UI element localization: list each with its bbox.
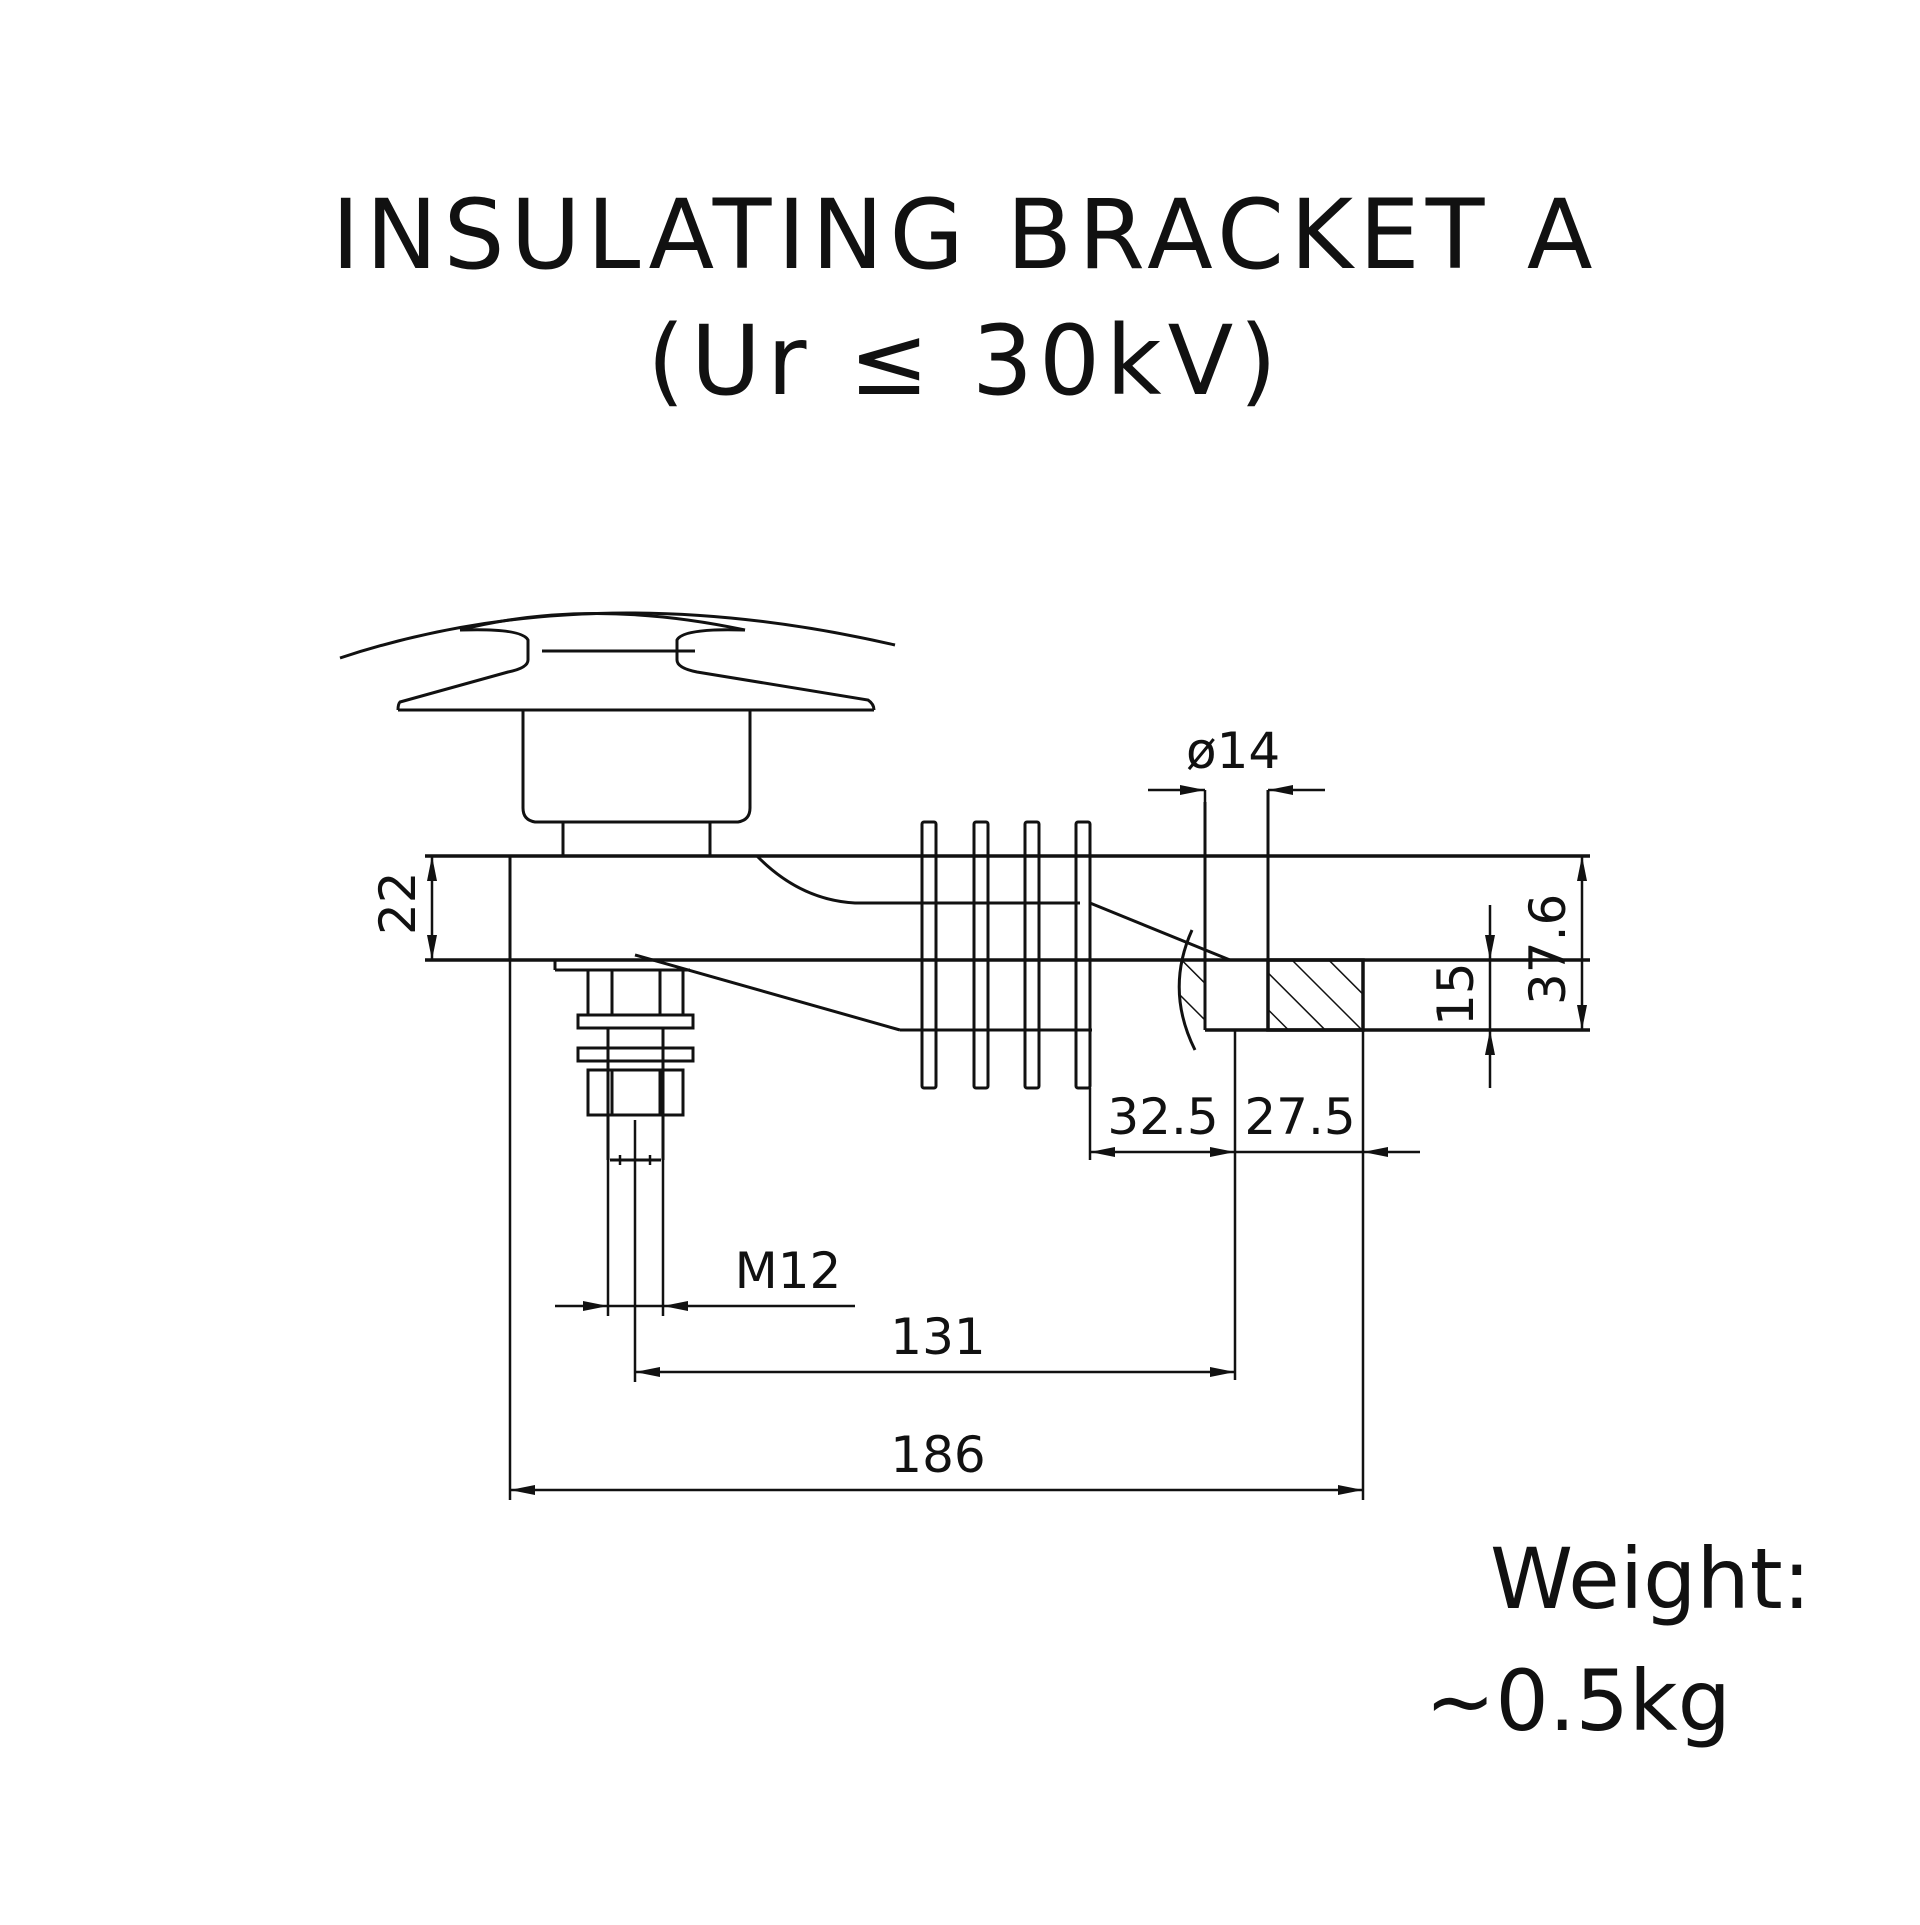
dim-label-32-5: 32.5 xyxy=(1107,1088,1218,1146)
dim-width-32-5-27-5: 32.5 27.5 xyxy=(1088,1030,1420,1500)
weight-value: ~0.5kg xyxy=(1425,1652,1731,1750)
bracket-body xyxy=(425,854,1590,1032)
dim-label-dia14: ø14 xyxy=(1186,722,1280,780)
dim-height-37-6: 37.6 xyxy=(1519,856,1587,1030)
drawing-title: INSULATING BRACKET A xyxy=(331,179,1598,291)
drawing-subtitle: (Ur ≤ 30kV) xyxy=(647,305,1283,417)
dim-height-22: 22 xyxy=(369,856,437,960)
mounting-hole-section xyxy=(1177,790,1365,1051)
insulator-fins xyxy=(920,820,1092,1090)
dim-label-22: 22 xyxy=(369,871,427,935)
dim-label-186: 186 xyxy=(890,1426,985,1484)
dim-label-m12: M12 xyxy=(735,1242,842,1300)
dim-label-37-6: 37.6 xyxy=(1519,894,1577,1005)
weight-label: Weight: xyxy=(1490,1530,1811,1628)
dim-diameter-14: ø14 xyxy=(1148,722,1325,856)
dim-height-15: 15 xyxy=(1427,905,1495,1088)
dim-label-15: 15 xyxy=(1427,962,1485,1026)
dim-label-131: 131 xyxy=(890,1308,985,1366)
dim-width-131: 131 xyxy=(633,1170,1235,1382)
dim-label-27-5: 27.5 xyxy=(1244,1088,1355,1146)
dim-thread-m12: M12 xyxy=(555,1160,855,1316)
insulator-cap xyxy=(339,611,896,858)
dim-width-186: 186 xyxy=(508,960,1363,1500)
m12-bolt-assembly xyxy=(553,960,695,1170)
